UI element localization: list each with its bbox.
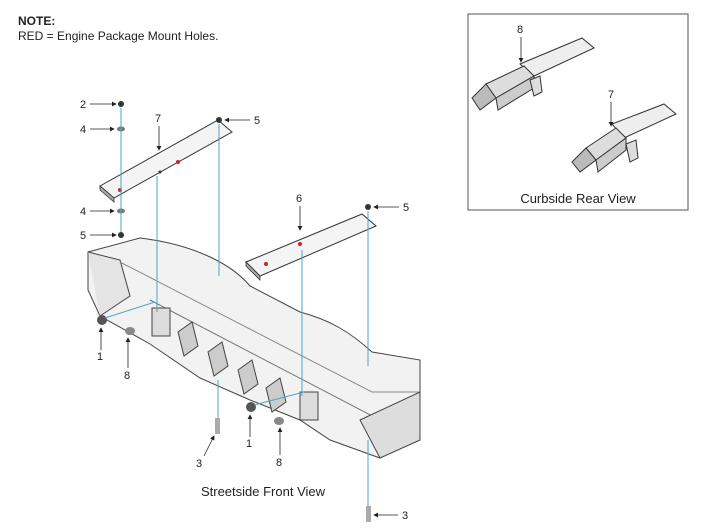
callout-6: 6 — [296, 193, 302, 205]
red-mount-hole — [176, 160, 180, 164]
main-assembly — [87, 237, 421, 459]
bolt-3-left — [215, 418, 220, 434]
callout-7: 7 — [155, 113, 161, 125]
inset-bracket-8 — [471, 37, 595, 111]
inset-caption: Curbside Rear View — [520, 191, 636, 206]
mount-block-right — [299, 391, 319, 421]
crossmember-top-edge — [119, 261, 420, 393]
note-block: NOTE: RED = Engine Package Mount Holes. — [18, 14, 218, 44]
crossmember-body — [87, 237, 421, 459]
nut-5-right — [365, 204, 371, 210]
callout-4-top: 4 — [80, 124, 86, 136]
nut-5-left — [118, 232, 124, 238]
engine-tab-2 — [207, 341, 229, 377]
callout-8-right: 8 — [276, 457, 282, 469]
crossmember-end-left — [87, 251, 131, 317]
inset-callout-8: 8 — [517, 24, 523, 36]
callouts: 2 4 7 5 4 5 6 5 1 8 1 8 3 3 — [80, 99, 409, 522]
mount-block-left — [151, 307, 171, 337]
callout-8-left: 8 — [124, 370, 130, 382]
callout-5-right: 5 — [403, 202, 409, 214]
engine-tab-3 — [237, 359, 259, 395]
callout-2: 2 — [80, 99, 86, 111]
engine-tab-1 — [177, 321, 199, 357]
inset-bracket-7 — [571, 103, 677, 173]
bracket-plate-7 — [99, 119, 233, 203]
assembly-lines — [104, 108, 369, 506]
bolt-3-right — [366, 506, 371, 522]
red-mount-hole — [298, 242, 302, 246]
callout-1-left: 1 — [97, 351, 103, 363]
red-mount-hole — [264, 262, 268, 266]
note-text: RED = Engine Package Mount Holes. — [18, 29, 219, 43]
bracket-plate-6 — [245, 213, 377, 281]
callout-4-bottom: 4 — [80, 206, 86, 218]
callout-3-left: 3 — [196, 458, 202, 470]
main-caption: Streetside Front View — [201, 484, 326, 499]
nut-5-top — [216, 117, 222, 123]
nut-1-left — [97, 315, 107, 325]
nut-1-right — [246, 402, 256, 412]
bolt-8-left — [125, 327, 135, 335]
crossmember-end-right — [359, 391, 421, 459]
engine-tab-4 — [265, 377, 287, 413]
bolt-8-right — [274, 417, 284, 425]
bolt-2 — [118, 101, 124, 107]
callout-1-right: 1 — [246, 438, 252, 450]
note-heading: NOTE: — [18, 14, 56, 28]
callout-3-right: 3 — [402, 510, 408, 522]
callout-5-left: 5 — [80, 230, 86, 242]
callout-5-top: 5 — [254, 115, 260, 127]
inset-panel: 8 7 Curbside Rear View — [467, 13, 689, 211]
inset-callout-7: 7 — [608, 89, 614, 101]
